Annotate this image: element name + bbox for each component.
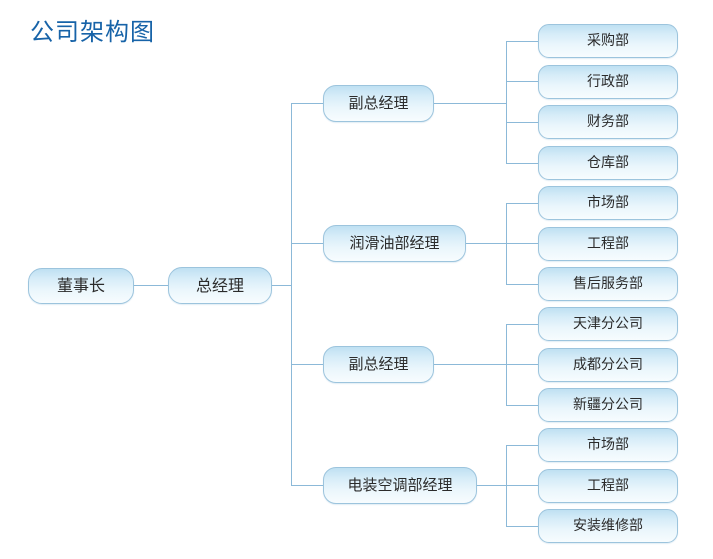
node-general-manager-label: 总经理 — [195, 275, 244, 295]
node-manager-3-label: 副总经理 — [348, 355, 409, 373]
connector-branch4-leaf-3 — [506, 526, 538, 527]
node-branch-chengdu[interactable]: 成都分公司 — [538, 348, 678, 382]
connector-branch3-leaf-3 — [506, 405, 538, 406]
node-dept-label: 工程部 — [587, 236, 629, 252]
node-general-manager[interactable]: 总经理 — [168, 267, 272, 304]
connector-branch3-leaf-1 — [506, 324, 538, 325]
connector-branch4-leaf-2 — [506, 485, 538, 486]
connector-branch1-leaf-1 — [506, 41, 538, 42]
connector-manager3-stub — [434, 364, 506, 365]
connector-branch2-leaf-1 — [506, 203, 538, 204]
node-dept-engineering-ac[interactable]: 工程部 — [538, 469, 678, 503]
node-dept-label: 安装维修部 — [573, 518, 643, 534]
node-dept-label: 采购部 — [587, 33, 629, 49]
node-manager-1-label: 副总经理 — [348, 94, 409, 112]
node-manager-deputy-gm-1[interactable]: 副总经理 — [323, 85, 434, 122]
connector-branch3-leaf-2 — [506, 364, 538, 365]
node-manager-electric-ac-dept[interactable]: 电装空调部经理 — [323, 467, 477, 504]
connector-branch4-leaf-1 — [506, 445, 538, 446]
node-manager-deputy-gm-2[interactable]: 副总经理 — [323, 346, 434, 383]
connector-branch2-leaf-2 — [506, 243, 538, 244]
connector-manager4-stub — [477, 485, 506, 486]
connector-chairman-to-gm — [134, 285, 168, 286]
node-chairman[interactable]: 董事长 — [28, 268, 134, 304]
node-manager-4-label: 电装空调部经理 — [347, 476, 453, 494]
connector-manager1-stub — [434, 103, 506, 104]
node-dept-label: 售后服务部 — [573, 276, 643, 292]
node-dept-purchasing[interactable]: 采购部 — [538, 24, 678, 58]
connector-branch1-leaf-4 — [506, 163, 538, 164]
page-title: 公司架构图 — [30, 18, 155, 46]
node-chairman-label: 董事长 — [56, 276, 105, 295]
node-dept-administration[interactable]: 行政部 — [538, 65, 678, 99]
node-dept-installation-maintenance[interactable]: 安装维修部 — [538, 509, 678, 543]
node-branch-xinjiang[interactable]: 新疆分公司 — [538, 388, 678, 422]
node-dept-label: 市场部 — [587, 437, 629, 453]
node-dept-finance[interactable]: 财务部 — [538, 105, 678, 139]
node-dept-label: 仓库部 — [587, 155, 629, 171]
connector-branch1-leaf-3 — [506, 122, 538, 123]
node-dept-marketing-ac[interactable]: 市场部 — [538, 428, 678, 462]
node-dept-marketing-lubricant[interactable]: 市场部 — [538, 186, 678, 220]
connector-manager2-stub — [466, 243, 506, 244]
connector-trunk-to-manager-4 — [291, 485, 323, 486]
connector-branch2-leaf-3 — [506, 284, 538, 285]
node-dept-label: 成都分公司 — [573, 357, 643, 373]
node-branch-tianjin[interactable]: 天津分公司 — [538, 307, 678, 341]
node-dept-after-sales-service[interactable]: 售后服务部 — [538, 267, 678, 301]
node-dept-label: 工程部 — [587, 478, 629, 494]
connector-trunk-to-manager-1 — [291, 103, 323, 104]
node-dept-label: 市场部 — [587, 195, 629, 211]
node-dept-engineering-lubricant[interactable]: 工程部 — [538, 227, 678, 261]
node-dept-label: 天津分公司 — [573, 316, 643, 332]
node-dept-warehouse[interactable]: 仓库部 — [538, 146, 678, 180]
node-manager-2-label: 润滑油部经理 — [349, 234, 440, 252]
connector-trunk-to-manager-2 — [291, 243, 323, 244]
node-manager-lubricant-dept[interactable]: 润滑油部经理 — [323, 225, 466, 262]
connector-trunk-vertical — [291, 103, 292, 485]
connector-gm-stub — [272, 285, 291, 286]
connector-branch1-vertical — [506, 41, 507, 163]
node-dept-label: 行政部 — [587, 74, 629, 90]
connector-trunk-to-manager-3 — [291, 364, 323, 365]
node-dept-label: 新疆分公司 — [573, 397, 643, 413]
connector-branch1-leaf-2 — [506, 81, 538, 82]
node-dept-label: 财务部 — [587, 114, 629, 130]
